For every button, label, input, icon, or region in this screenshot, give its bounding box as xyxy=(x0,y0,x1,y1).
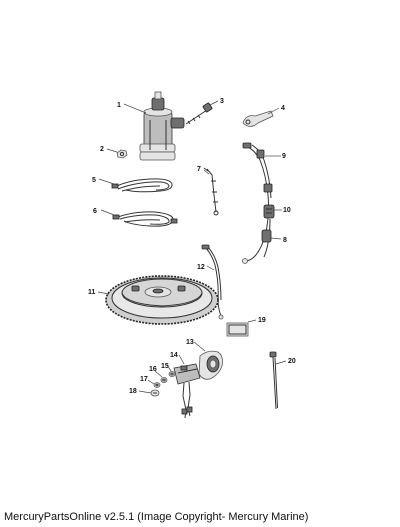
callout-3: 3 xyxy=(220,98,224,105)
callout-4: 4 xyxy=(281,105,285,112)
callout-8: 8 xyxy=(283,237,287,244)
leader-17 xyxy=(147,379,155,385)
leader-16 xyxy=(154,370,163,378)
callout-12: 12 xyxy=(197,264,205,271)
leader-14 xyxy=(178,354,185,365)
callout-19: 19 xyxy=(258,317,266,324)
callout-17: 17 xyxy=(140,376,148,383)
leader-12 xyxy=(206,265,215,271)
spacer xyxy=(160,377,168,383)
callout-13: 13 xyxy=(186,339,194,346)
ignition-coil xyxy=(198,350,223,380)
bracket-rod xyxy=(203,167,219,216)
leader-15 xyxy=(166,364,172,372)
leader-13 xyxy=(193,341,206,352)
callout-15: 15 xyxy=(161,363,169,370)
leader-8 xyxy=(270,237,282,240)
starter-motor xyxy=(139,91,185,161)
callout-1: 1 xyxy=(117,102,121,109)
wire-12 xyxy=(201,244,224,320)
callout-14: 14 xyxy=(170,352,178,359)
leader-5 xyxy=(98,178,118,186)
nut xyxy=(116,149,128,159)
leader-11 xyxy=(97,291,110,295)
callout-6: 6 xyxy=(93,208,97,215)
callout-10: 10 xyxy=(283,207,291,214)
connector-10 xyxy=(263,204,275,219)
leader-18 xyxy=(138,390,152,394)
callout-11: 11 xyxy=(88,289,96,296)
leader-19 xyxy=(247,319,257,323)
leader-3 xyxy=(209,100,219,106)
screw xyxy=(150,389,160,397)
callout-9: 9 xyxy=(282,153,286,160)
harness-9 xyxy=(242,142,273,216)
flywheel xyxy=(105,275,219,325)
cable-bundle-5 xyxy=(111,178,173,193)
callout-5: 5 xyxy=(92,177,96,184)
boot-cap xyxy=(242,110,274,127)
lock-washer xyxy=(153,382,161,388)
image-caption: MercuryPartsOnline v2.5.1 (Image Copyrig… xyxy=(4,511,309,523)
callout-2: 2 xyxy=(100,146,104,153)
callout-16: 16 xyxy=(149,366,157,373)
leader-20 xyxy=(275,360,287,365)
cable-bundle-6 xyxy=(112,211,178,227)
bolt xyxy=(185,102,213,125)
leader-4 xyxy=(267,107,280,115)
callout-18: 18 xyxy=(129,388,137,395)
leader-6 xyxy=(100,209,118,217)
switch-body xyxy=(173,363,201,419)
callout-7: 7 xyxy=(197,166,201,173)
leader-1 xyxy=(123,103,147,114)
decal xyxy=(226,322,249,337)
leader-7 xyxy=(203,169,210,175)
washer xyxy=(168,371,176,377)
harness-8 xyxy=(242,217,272,264)
callout-20: 20 xyxy=(288,358,296,365)
cable-tie xyxy=(269,351,278,410)
leader-2 xyxy=(106,148,118,153)
parts-diagram: 1 2 3 4 5 6 xyxy=(88,91,296,419)
